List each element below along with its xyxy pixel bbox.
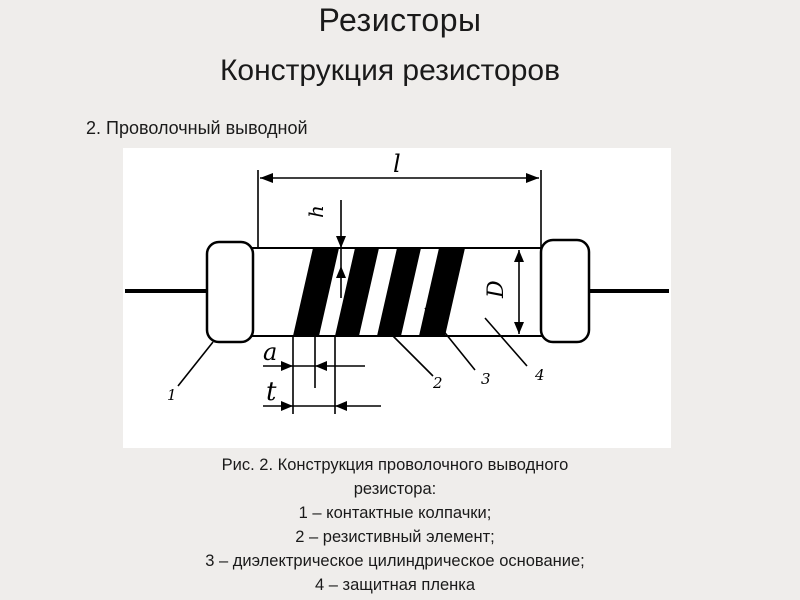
dim-h-arrow (336, 236, 346, 248)
dim-a-arrow-left (281, 361, 293, 371)
label-h: h (304, 205, 328, 218)
caption-item-4: 4 – защитная пленка (314, 576, 476, 594)
label-l: l (393, 150, 401, 178)
leader-2 (392, 335, 434, 377)
dim-l-arrow-right (526, 173, 539, 183)
label-1: 1 (167, 386, 177, 404)
dim-D-arrow-top (514, 250, 524, 262)
caption-line-1: Рис. 2. Конструкция проволочного выводно… (221, 456, 569, 474)
helix-stripe-2 (335, 248, 379, 336)
dim-a-arrow-right (315, 361, 327, 371)
caption-item-1: 1 – контактные колпачки; (298, 504, 492, 522)
slide-title: Резисторы (318, 2, 482, 38)
caption-line-2: резистора: (353, 480, 437, 498)
label-a: a (263, 338, 277, 366)
label-4: 4 (534, 366, 545, 384)
caption-item-2: 2 – резистивный элемент; (295, 528, 495, 546)
label-3: 3 (481, 370, 491, 388)
leader-1 (177, 341, 214, 387)
figure-caption: Рис. 2. Конструкция проволочного выводно… (100, 453, 690, 597)
dim-l-arrow-left (260, 173, 273, 183)
helix-stripe-1 (293, 248, 339, 336)
dim-h-arrow-bottom (336, 266, 346, 278)
leader-3 (424, 307, 476, 371)
caption-item-3: 3 – диэлектрическое цилиндрическое основ… (205, 552, 585, 570)
dim-t-arrow-right (335, 401, 347, 411)
label-t: t (266, 377, 277, 407)
slide-subtitle: Конструкция резисторов (219, 54, 561, 87)
resistor-drawing: l h D a t 1 2 3 4 (125, 150, 669, 414)
label-2: 2 (432, 374, 443, 392)
cap-left (205, 240, 255, 344)
section-heading: 2. Проволочный выводной (86, 118, 308, 138)
dim-t-arrow-left (281, 401, 293, 411)
label-D: D (484, 280, 509, 299)
leader-4 (484, 317, 528, 367)
resistor-figure: l h D a t 1 2 3 4 (123, 148, 671, 448)
cap-right (539, 238, 591, 344)
dim-D-arrow-bottom (514, 322, 524, 334)
helix-stripe-3 (377, 248, 421, 336)
